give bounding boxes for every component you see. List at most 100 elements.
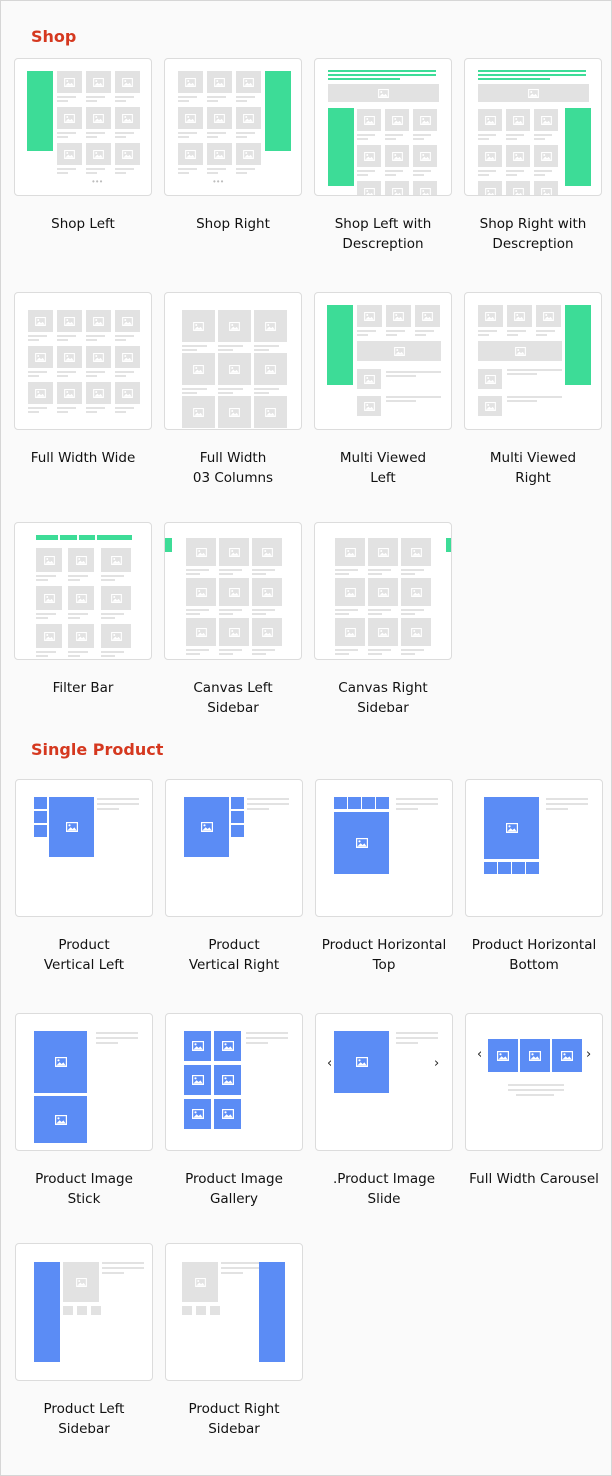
layout-card-filter-bar[interactable] <box>14 522 152 660</box>
text-line <box>396 808 418 810</box>
image-icon <box>75 593 87 603</box>
text-line <box>86 339 98 341</box>
layout-card-multi-viewed-left[interactable] <box>314 292 452 430</box>
text-line <box>97 808 119 810</box>
thumbnail <box>34 825 47 837</box>
text-line <box>335 613 349 615</box>
layout-card-shop-right[interactable]: ••• <box>164 58 302 196</box>
layout-card-full-width-3col[interactable] <box>164 292 302 430</box>
text-line <box>247 803 289 805</box>
layout-card-image-slide[interactable]: ‹› <box>315 1013 453 1151</box>
text-line <box>254 392 269 394</box>
layout-card-shop-left[interactable]: ••• <box>14 58 152 196</box>
layout-card-shop-left-desc[interactable] <box>314 58 452 196</box>
image-icon <box>355 1057 368 1067</box>
layout-card-right-sidebar[interactable] <box>165 1243 303 1381</box>
text-line <box>86 407 105 409</box>
text-line <box>28 339 40 341</box>
image-icon <box>261 627 273 637</box>
image-icon <box>228 627 240 637</box>
chevron-left-icon: ‹ <box>327 1056 333 1071</box>
image-placeholder <box>386 305 411 327</box>
layout-card-full-width-wide[interactable] <box>14 292 152 430</box>
text-line <box>506 170 524 172</box>
layout-card-horizontal-bottom[interactable] <box>465 779 603 917</box>
image-icon <box>64 77 75 87</box>
layout-card-vertical-left[interactable] <box>15 779 153 917</box>
text-line <box>36 655 48 657</box>
image-icon <box>122 113 133 123</box>
layout-card-canvas-right[interactable] <box>314 522 452 660</box>
image-icon <box>110 593 122 603</box>
text-line <box>178 100 190 102</box>
text-line <box>68 651 88 653</box>
text-line <box>57 136 69 138</box>
image-placeholder <box>115 71 140 93</box>
layout-card-canvas-left[interactable] <box>164 522 302 660</box>
layout-card-horizontal-top[interactable] <box>315 779 453 917</box>
image-placeholder <box>335 538 365 566</box>
layout-card-full-width-carousel[interactable]: ‹› <box>465 1013 603 1151</box>
image-placeholder <box>68 548 94 572</box>
text-line <box>478 174 489 176</box>
separator <box>77 535 79 540</box>
image-icon <box>194 1277 206 1287</box>
layout-card-multi-viewed-right[interactable] <box>464 292 602 430</box>
text-line <box>36 579 48 581</box>
image-icon <box>364 311 375 321</box>
product-image <box>34 1031 87 1093</box>
image-icon <box>410 547 422 557</box>
text-line <box>516 1094 554 1096</box>
text-line <box>386 334 398 336</box>
text-line <box>236 100 248 102</box>
image-icon <box>43 555 55 565</box>
text-line <box>186 573 200 575</box>
image-placeholder <box>478 181 502 195</box>
image-placeholder <box>86 143 111 165</box>
image-icon <box>93 77 104 87</box>
text-line <box>102 1262 144 1264</box>
product-image <box>334 1031 389 1093</box>
layout-card-vertical-right[interactable] <box>165 779 303 917</box>
text-line <box>534 138 545 140</box>
image-placeholder <box>115 143 140 165</box>
text-line <box>252 569 275 571</box>
image-icon <box>185 77 196 87</box>
text-line <box>186 609 209 611</box>
text-line <box>36 617 48 619</box>
image-icon <box>64 388 75 398</box>
sidebar-block <box>27 71 53 151</box>
image-placeholder <box>86 71 111 93</box>
layout-card-image-stick[interactable] <box>15 1013 153 1151</box>
text-line <box>219 613 233 615</box>
image-icon <box>195 587 207 597</box>
text-line <box>221 1262 263 1264</box>
layout-label-shop-left: Shop Left <box>51 216 115 232</box>
layout-card-image-gallery[interactable] <box>165 1013 303 1151</box>
image-placeholder <box>254 353 287 385</box>
image-placeholder <box>57 382 82 404</box>
image-icon <box>122 352 133 362</box>
text-line <box>357 330 376 332</box>
image-placeholder <box>57 107 82 129</box>
text-line <box>178 168 197 170</box>
image-placeholder <box>401 538 431 566</box>
image-placeholder <box>178 107 203 129</box>
text-line <box>534 134 552 136</box>
layout-card-left-sidebar[interactable] <box>15 1243 153 1381</box>
image-icon <box>528 88 539 98</box>
text-line <box>385 134 403 136</box>
text-line <box>115 335 134 337</box>
text-line <box>357 134 375 136</box>
image-placeholder <box>357 369 381 389</box>
image-icon <box>191 1109 204 1119</box>
layout-label-vertical-right: Product Vertical Right <box>188 937 280 973</box>
layout-card-shop-right-desc[interactable] <box>464 58 602 196</box>
image-icon <box>64 149 75 159</box>
text-line <box>178 172 190 174</box>
text-line <box>478 330 497 332</box>
product-image <box>214 1065 241 1095</box>
text-line <box>57 375 69 377</box>
thumbnail <box>334 797 347 809</box>
text-line <box>86 100 98 102</box>
